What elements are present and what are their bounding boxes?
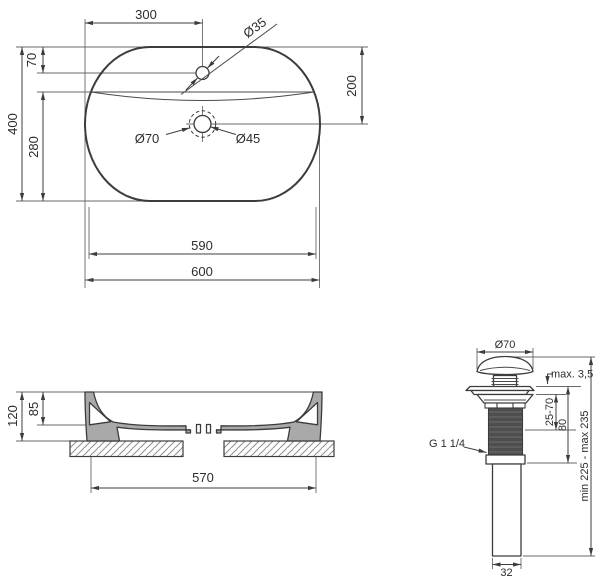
- dim-drain-recess: Ø70: [135, 131, 160, 146]
- side-view: 120 85 570: [5, 391, 335, 493]
- drain-hole: [193, 114, 212, 134]
- deck-curve: [90, 91, 315, 101]
- dim-deck-clearance: max. 3,5: [551, 369, 593, 381]
- basin-section-left: [84, 391, 192, 442]
- dim-inner-width: 590: [191, 238, 213, 253]
- top-view: 300 Ø35 70 400 280 200 Ø70 Ø45 590 600: [5, 7, 368, 288]
- dim-cap-diameter: Ø70: [495, 339, 516, 351]
- drain-cap: [476, 355, 534, 376]
- dim-bowl-length: 280: [26, 136, 41, 158]
- dim-height-overall: 120: [5, 405, 20, 427]
- drain-outlet-left: [195, 423, 202, 434]
- dim-depth-overall: 400: [5, 113, 20, 135]
- threaded-section: [487, 407, 524, 456]
- dim-clamp-range: 25-70: [544, 398, 556, 426]
- locknut: [485, 454, 526, 465]
- drain-body: [476, 393, 534, 404]
- drain-recess: [188, 110, 217, 138]
- dim-body-height: 80: [557, 419, 569, 431]
- dim-total-height: min 225 - max 235: [579, 410, 591, 501]
- dim-tap-hole: Ø35: [240, 14, 269, 41]
- countertop-left: [69, 440, 184, 458]
- dim-tap-to-drain: 200: [344, 75, 359, 97]
- dim-drain-hole: Ø45: [236, 131, 261, 146]
- dim-tap-from-edge: 70: [24, 53, 39, 67]
- dim-tap-offset: 300: [135, 7, 157, 22]
- tailpipe: [491, 463, 522, 557]
- countertop-right: [223, 440, 335, 458]
- thread-label: G 1 1/4: [429, 438, 465, 450]
- basin-section-right: [215, 391, 323, 442]
- dim-bowl-depth: 85: [26, 402, 41, 416]
- dim-base-width: 570: [192, 470, 214, 485]
- dim-width-overall: 600: [191, 264, 213, 279]
- drain-valve-view: Ø70 max. 3,5 25-70 80 min 225 - max 235 …: [429, 339, 595, 579]
- dim-pipe-diameter: 32: [500, 567, 512, 579]
- basin-outline: [84, 46, 321, 202]
- tap-hole: [195, 65, 210, 81]
- drain-outlet-right: [205, 423, 212, 434]
